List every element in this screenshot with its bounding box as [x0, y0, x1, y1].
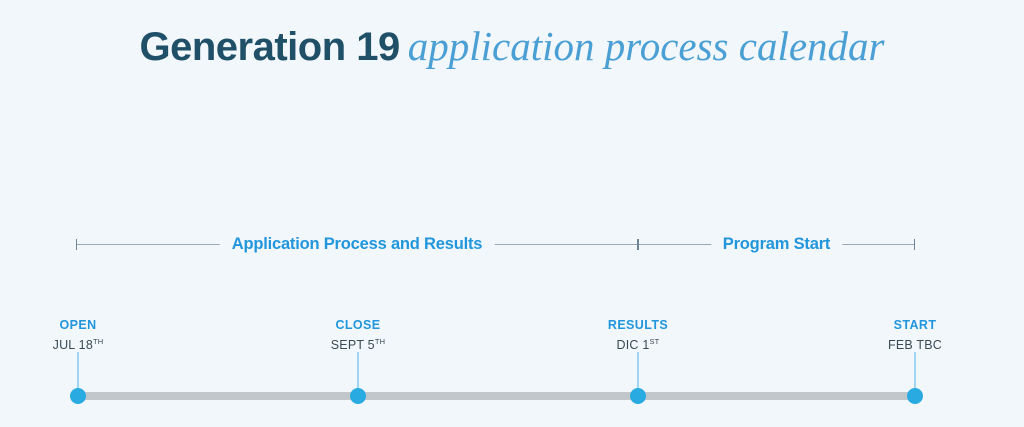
milestone-date: SEPT 5TH [331, 334, 385, 353]
milestone-title: CLOSE [335, 318, 381, 332]
phase-bracket-program-start: Program Start [638, 233, 915, 257]
milestone-title: OPEN [59, 318, 97, 332]
milestone-date: FEB TBC [888, 334, 942, 353]
milestone-date-main: DIC 1 [616, 338, 650, 353]
phase-label: Application Process and Results [219, 233, 495, 255]
milestone-date-main: FEB TBC [888, 338, 942, 353]
phase-bracket-application-process: Application Process and Results [76, 233, 638, 257]
milestone-title: START [893, 318, 937, 332]
page-title-accent: application process calendar [407, 23, 885, 69]
milestone-date-main: JUL 18 [52, 338, 93, 353]
milestone-date-suffix: TH [92, 337, 104, 346]
milestone-dot[interactable] [350, 388, 366, 404]
milestone-date: DIC 1ST [617, 334, 660, 353]
milestone-dot[interactable] [907, 388, 923, 404]
timeline-bar [78, 392, 915, 400]
milestone-connector-line [77, 352, 79, 392]
phase-bracket-cap-right [637, 239, 638, 250]
milestone-date-main: SEPT 5 [330, 338, 375, 353]
phase-bracket-cap-right [914, 239, 915, 250]
milestone-date: JUL 18TH [53, 334, 104, 353]
milestone-connector-line [637, 352, 639, 392]
milestone-connector-line [357, 352, 359, 392]
milestone-date-suffix: TH [374, 337, 386, 346]
phase-label: Program Start [710, 233, 843, 255]
page-title-main: Generation 19 [139, 25, 400, 69]
phase-bracket-cap-left [76, 239, 77, 250]
milestone-dot[interactable] [70, 388, 86, 404]
phase-bracket-cap-left [638, 239, 639, 250]
milestone-connector-line [914, 352, 916, 392]
milestone-dot[interactable] [630, 388, 646, 404]
milestone-date-suffix: ST [649, 337, 660, 346]
milestone-title: RESULTS [607, 318, 669, 332]
